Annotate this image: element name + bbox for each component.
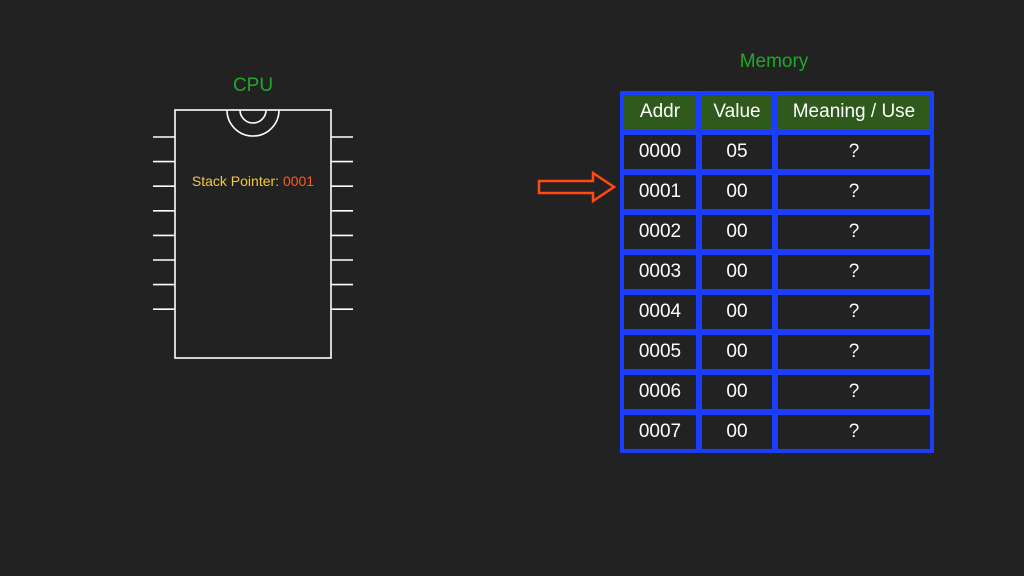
column-header-value: Value [700, 93, 774, 131]
chip-pins-right [331, 136, 353, 311]
memory-cell-meaning: ? [776, 173, 932, 211]
memory-cell-addr: 0005 [622, 333, 698, 371]
memory-title: Memory [739, 51, 809, 72]
chip-body [174, 109, 332, 359]
chip-notch-icon [226, 109, 280, 137]
memory-cell-addr: 0006 [622, 373, 698, 411]
notch-outer [226, 109, 280, 137]
memory-cell-value: 00 [700, 173, 774, 211]
memory-cell-value: 00 [700, 253, 774, 291]
stack-pointer-readout: Stack Pointer: 0001 [176, 172, 330, 190]
stack-pointer-label: Stack Pointer: [191, 173, 280, 189]
memory-cell-addr: 0001 [622, 173, 698, 211]
memory-cell-value: 00 [700, 213, 774, 251]
column-header-addr: Addr [622, 93, 698, 131]
memory-cell-value: 00 [700, 333, 774, 371]
memory-cell-addr: 0002 [622, 213, 698, 251]
memory-cell-meaning: ? [776, 253, 932, 291]
memory-cell-addr: 0003 [622, 253, 698, 291]
memory-cell-addr: 0004 [622, 293, 698, 331]
memory-cell-value: 05 [700, 133, 774, 171]
memory-cell-meaning: ? [776, 213, 932, 251]
memory-cell-addr: 0000 [622, 133, 698, 171]
memory-cell-meaning: ? [776, 133, 932, 171]
memory-cell-addr: 0007 [622, 413, 698, 451]
notch-inner [239, 109, 267, 124]
memory-cell-meaning: ? [776, 413, 932, 451]
chip-outline [174, 109, 332, 359]
cpu-title: CPU [232, 75, 274, 96]
stack-pointer-value: 0001 [282, 173, 315, 189]
memory-cell-value: 00 [700, 293, 774, 331]
memory-cell-value: 00 [700, 373, 774, 411]
right-arrow-outline-icon [537, 171, 617, 203]
memory-cell-value: 00 [700, 413, 774, 451]
memory-cell-meaning: ? [776, 293, 932, 331]
memory-cell-meaning: ? [776, 333, 932, 371]
chip-pins-left [153, 136, 175, 311]
memory-cell-meaning: ? [776, 373, 932, 411]
column-header-meaning: Meaning / Use [776, 93, 932, 131]
